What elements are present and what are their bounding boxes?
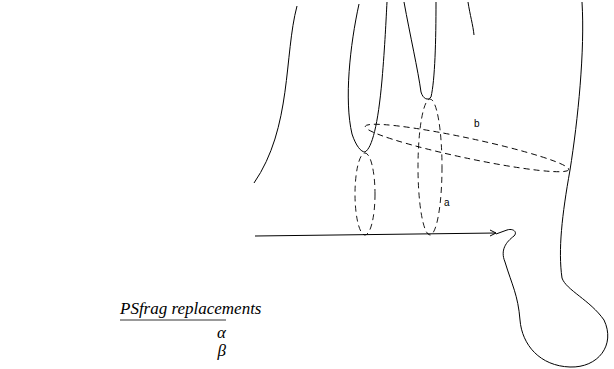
cycle-label: b xyxy=(474,119,480,129)
dashed-cycle-a xyxy=(418,99,442,235)
symbol-label: α xyxy=(217,324,226,341)
cycle-label: a xyxy=(444,198,450,208)
base-line-tip xyxy=(490,230,496,236)
dashed-cycle-b xyxy=(363,117,571,180)
second-finger xyxy=(404,2,436,99)
psfrag-heading: PSfrag replacements xyxy=(120,300,261,317)
base-line xyxy=(255,233,496,236)
symbol-label: β xyxy=(218,342,226,359)
dashed-cycle xyxy=(355,153,375,235)
top-edge xyxy=(468,2,474,35)
right-body-and-lobe xyxy=(496,2,608,367)
heading-rule xyxy=(120,320,226,321)
left-outline xyxy=(254,6,297,183)
first-finger xyxy=(348,2,387,152)
